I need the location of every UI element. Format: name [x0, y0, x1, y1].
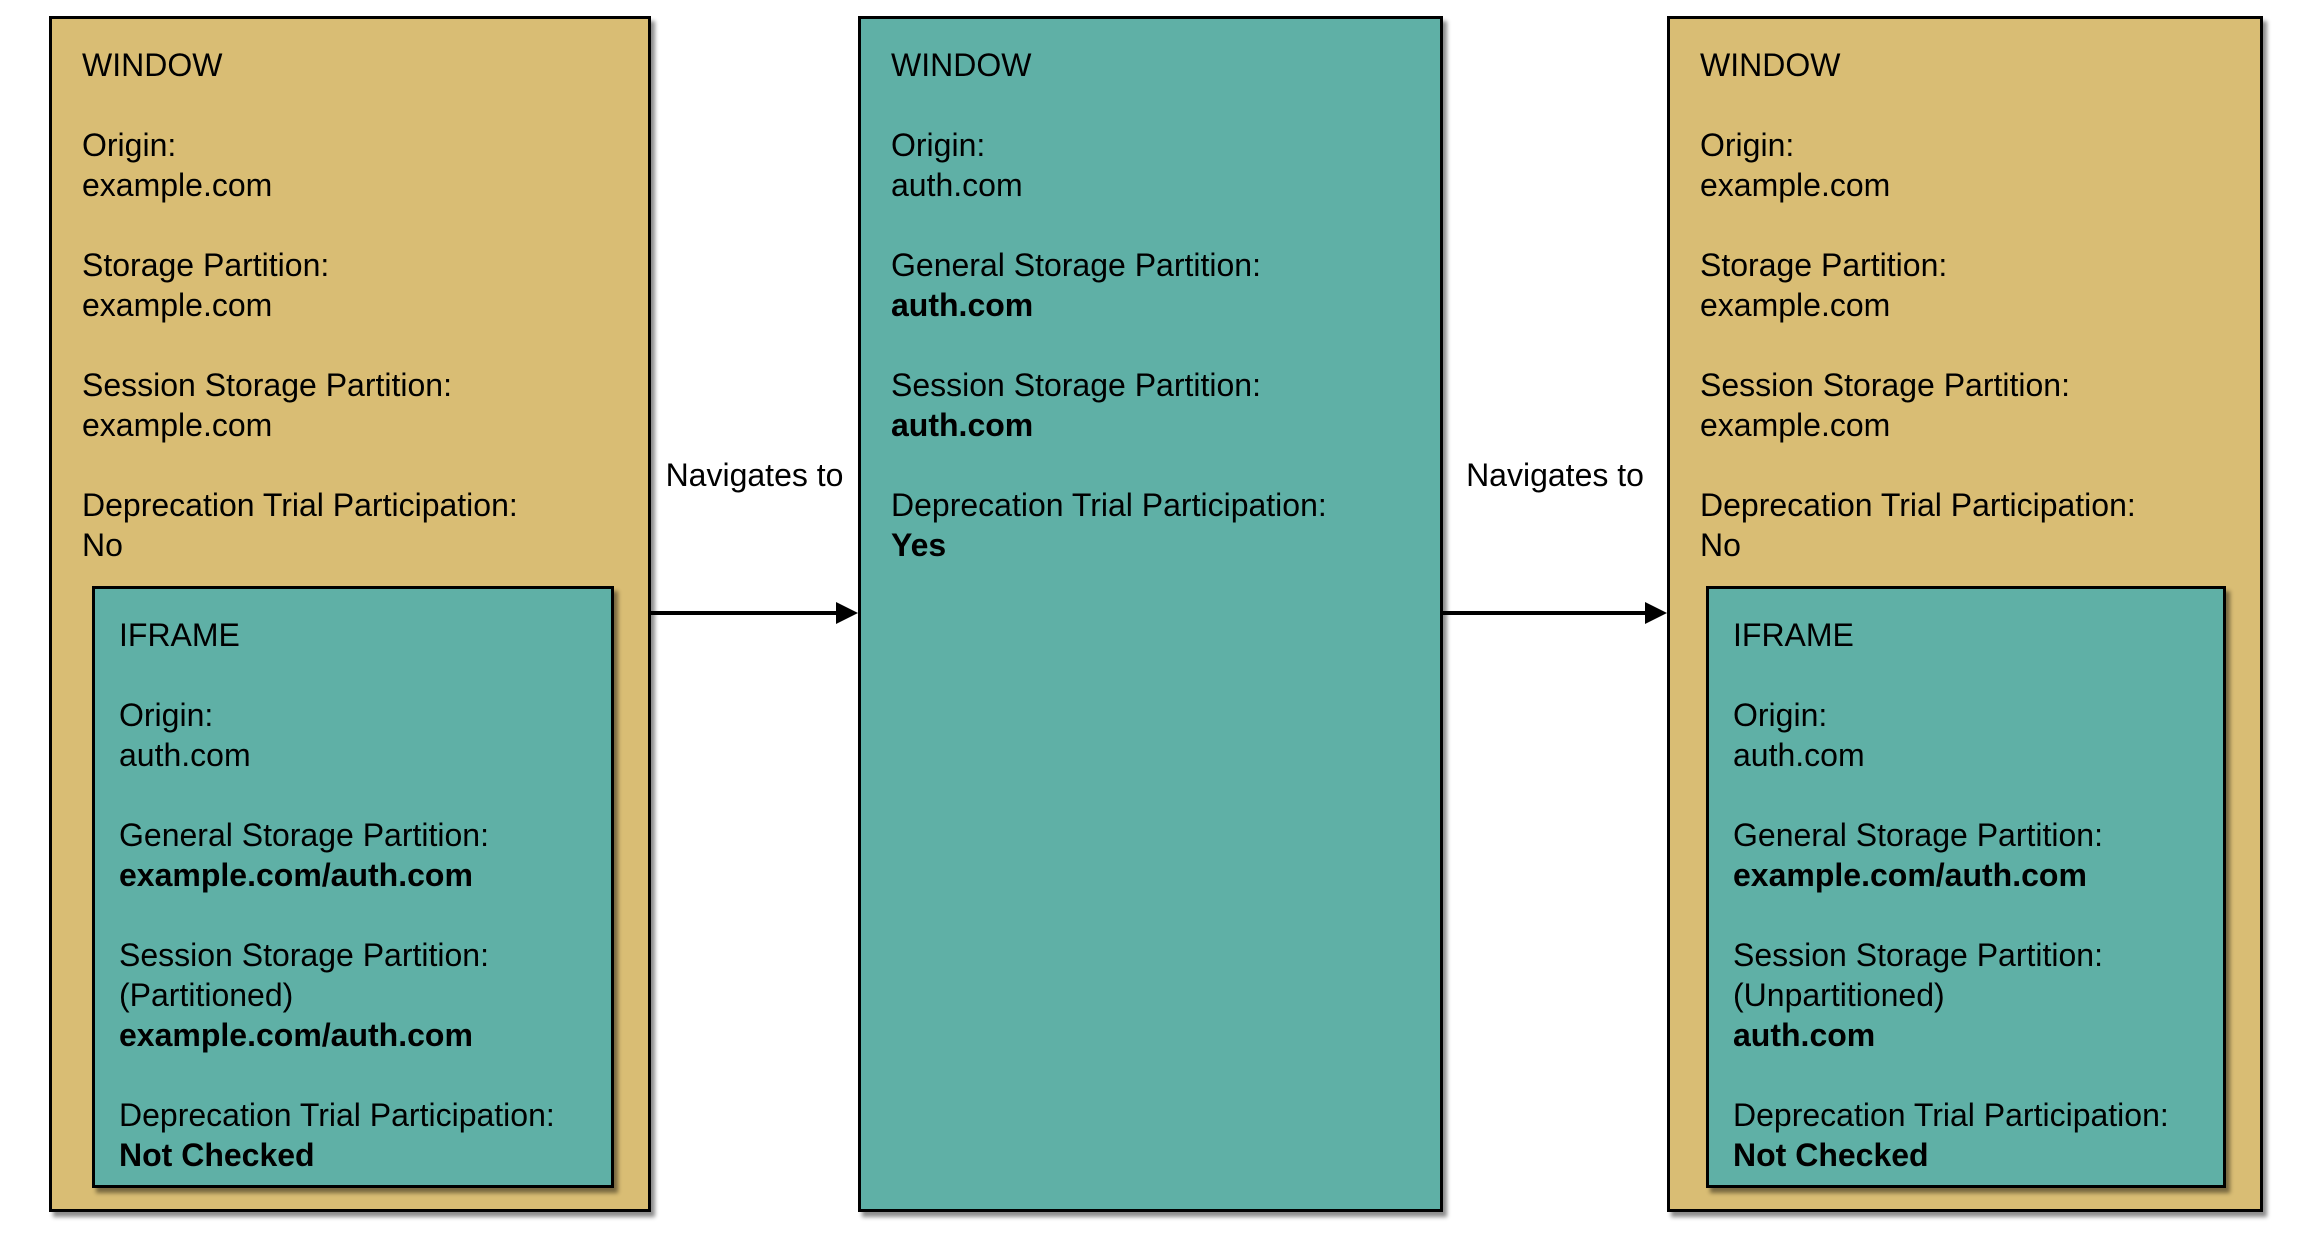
window-box-example-right: WINDOW Origin: example.com Storage Parti… — [1667, 16, 2263, 1212]
window-box-auth-middle: WINDOW Origin: auth.com General Storage … — [858, 16, 1443, 1212]
field-note: (Partitioned) — [119, 977, 294, 1013]
field-origin: Origin: auth.com — [891, 125, 1420, 205]
box-title: WINDOW — [1700, 47, 1841, 83]
field-label: Session Storage Partition: — [1733, 937, 2103, 973]
box-title: WINDOW — [82, 47, 223, 83]
field-note: (Unpartitioned) — [1733, 977, 1945, 1013]
iframe-box-auth-left: IFRAME Origin: auth.com General Storage … — [92, 586, 614, 1188]
field-value: auth.com — [1733, 1017, 1876, 1053]
field-label: Origin: — [891, 127, 986, 163]
field-general-storage-partition: General Storage Partition: example.com/a… — [1733, 815, 2207, 895]
field-value: example.com/auth.com — [119, 1017, 473, 1053]
field-label: Session Storage Partition: — [82, 367, 452, 403]
field-origin: Origin: example.com — [1700, 125, 2240, 205]
field-general-storage-partition: General Storage Partition: auth.com — [891, 245, 1420, 325]
field-value: No — [82, 527, 123, 563]
field-value: Not Checked — [1733, 1137, 1929, 1173]
field-deprecation-trial: Deprecation Trial Participation: No — [1700, 485, 2240, 565]
box-title: IFRAME — [1733, 617, 1854, 653]
field-value: No — [1700, 527, 1741, 563]
arrow-right-icon — [836, 602, 858, 624]
field-label: Storage Partition: — [1700, 247, 1948, 283]
field-value: auth.com — [1733, 737, 1865, 773]
arrow-line — [651, 611, 841, 615]
field-label: General Storage Partition: — [891, 247, 1261, 283]
arrow-right-icon — [1645, 602, 1667, 624]
arrow-label: Navigates to — [1466, 457, 1644, 493]
field-session-storage-partition: Session Storage Partition: (Partitioned)… — [119, 935, 595, 1055]
field-value: auth.com — [891, 407, 1034, 443]
field-session-storage-partition: Session Storage Partition: auth.com — [891, 365, 1420, 445]
field-label: General Storage Partition: — [119, 817, 489, 853]
field-label: Deprecation Trial Participation: — [1700, 487, 2136, 523]
field-label: Deprecation Trial Participation: — [119, 1097, 555, 1133]
arrow-line — [1443, 611, 1645, 615]
field-value: example.com — [1700, 407, 1891, 443]
box-title: IFRAME — [119, 617, 240, 653]
field-value: example.com — [82, 407, 273, 443]
field-storage-partition: Storage Partition: example.com — [82, 245, 628, 325]
field-value: example.com/auth.com — [1733, 857, 2087, 893]
box-title: WINDOW — [891, 47, 1032, 83]
field-session-storage-partition: Session Storage Partition: (Unpartitione… — [1733, 935, 2207, 1055]
field-storage-partition: Storage Partition: example.com — [1700, 245, 2240, 325]
field-value: Yes — [891, 527, 947, 563]
field-label: General Storage Partition: — [1733, 817, 2103, 853]
field-label: Session Storage Partition: — [1700, 367, 2070, 403]
field-label: Origin: — [82, 127, 177, 163]
field-value: auth.com — [891, 287, 1034, 323]
arrow-label: Navigates to — [665, 457, 844, 493]
field-session-storage-partition: Session Storage Partition: example.com — [1700, 365, 2240, 445]
field-value: example.com — [82, 287, 273, 323]
window-box-example-left: WINDOW Origin: example.com Storage Parti… — [49, 16, 651, 1212]
field-deprecation-trial: Deprecation Trial Participation: No — [82, 485, 628, 565]
field-value: example.com — [1700, 287, 1891, 323]
field-session-storage-partition: Session Storage Partition: example.com — [82, 365, 628, 445]
field-value: auth.com — [891, 167, 1023, 203]
field-origin: Origin: auth.com — [119, 695, 595, 775]
field-label: Storage Partition: — [82, 247, 330, 283]
field-general-storage-partition: General Storage Partition: example.com/a… — [119, 815, 595, 895]
field-value: example.com — [1700, 167, 1891, 203]
iframe-box-auth-right: IFRAME Origin: auth.com General Storage … — [1706, 586, 2226, 1188]
field-deprecation-trial: Deprecation Trial Participation: Yes — [891, 485, 1420, 565]
field-label: Origin: — [119, 697, 214, 733]
field-origin: Origin: example.com — [82, 125, 628, 205]
field-deprecation-trial: Deprecation Trial Participation: Not Che… — [1733, 1095, 2207, 1175]
field-label: Origin: — [1700, 127, 1795, 163]
field-label: Session Storage Partition: — [119, 937, 489, 973]
field-label: Deprecation Trial Participation: — [1733, 1097, 2169, 1133]
field-value: example.com — [82, 167, 273, 203]
field-value: Not Checked — [119, 1137, 315, 1173]
field-deprecation-trial: Deprecation Trial Participation: Not Che… — [119, 1095, 595, 1175]
field-label: Session Storage Partition: — [891, 367, 1261, 403]
field-label: Deprecation Trial Participation: — [82, 487, 518, 523]
field-origin: Origin: auth.com — [1733, 695, 2207, 775]
field-label: Origin: — [1733, 697, 1828, 733]
field-value: example.com/auth.com — [119, 857, 473, 893]
field-label: Deprecation Trial Participation: — [891, 487, 1327, 523]
field-value: auth.com — [119, 737, 251, 773]
